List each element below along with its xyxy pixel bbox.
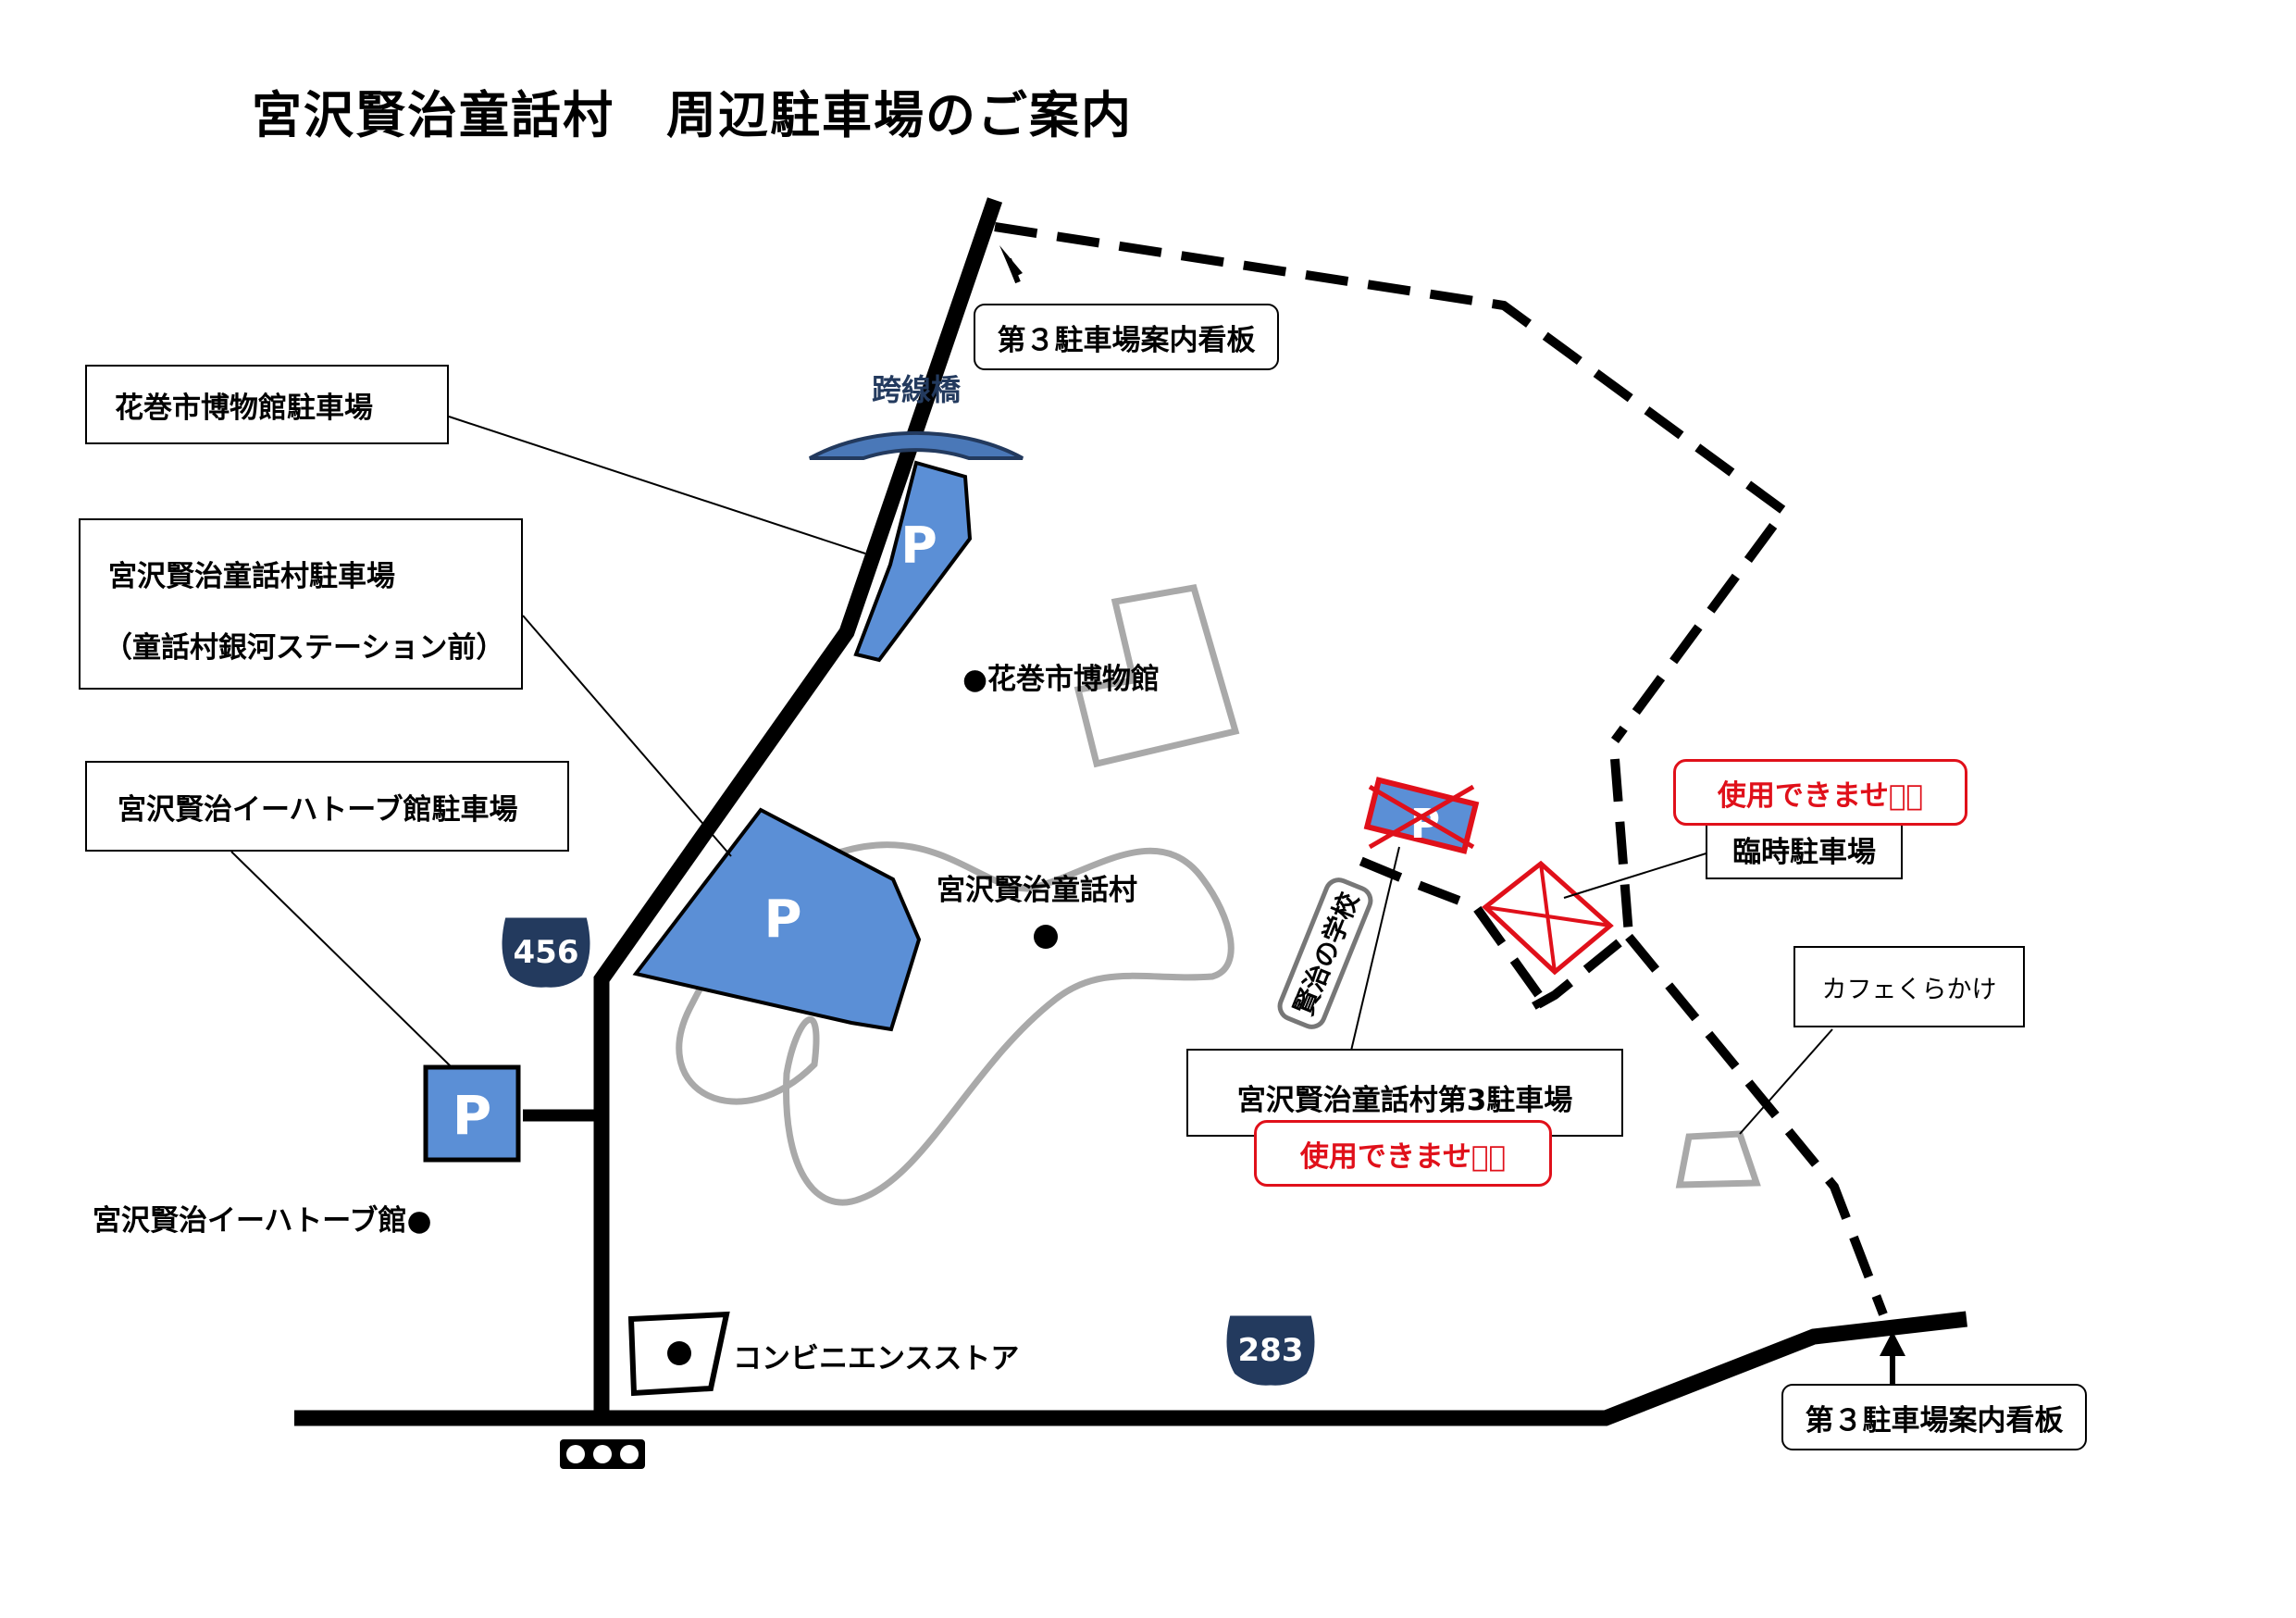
cross-line <box>1539 863 1557 973</box>
village-parking-label-line2: （童話村銀河ステーション前） <box>104 631 505 665</box>
village-area-outline <box>676 841 1235 1206</box>
route-283-number: 283 <box>1238 1332 1304 1369</box>
bridge-arc <box>809 430 1024 460</box>
museum-parking-label: 花巻市博物館駐車場 <box>115 391 373 425</box>
parking-symbol: P <box>900 517 937 575</box>
traffic-light-lamp <box>566 1445 585 1463</box>
temp-parking-box[interactable]: 臨時駐車場 <box>1706 819 1903 879</box>
unavailable-badge-third: 使用できません⃠ <box>1254 1120 1552 1187</box>
museum-label: ●花巻市博物館 <box>962 663 1160 696</box>
unavailable-label: 使用できません⃠ <box>1299 1139 1507 1174</box>
convenience-store-dot <box>667 1341 691 1365</box>
road-route-283 <box>294 1311 1967 1426</box>
unavailable-badge-temp: 使用できません⃠ <box>1673 759 1967 826</box>
traffic-light-lamp <box>620 1445 639 1463</box>
temp-parking-label: 臨時駐車場 <box>1732 836 1876 869</box>
unavailable-label: 使用できません⃠ <box>1717 778 1924 813</box>
page-title: 宮沢賢治童話村 周辺駐車場のご案内 <box>252 86 1133 144</box>
museum-building-outline <box>1074 584 1240 768</box>
ihatov-parking-label: 宮沢賢治イーハトーブ館駐車場 <box>118 792 518 827</box>
route-456-number: 456 <box>514 934 579 971</box>
cafe-building-outline <box>1675 1130 1761 1189</box>
cross-line <box>1368 784 1475 850</box>
cafe-label: カフェくらかけ <box>1821 975 1997 1004</box>
leader-line <box>522 615 732 857</box>
bridge-label: 跨線橋 <box>872 372 962 407</box>
cafe-box[interactable]: カフェくらかけ <box>1793 946 2025 1027</box>
dashed-route-lower <box>1354 758 1634 1017</box>
sign-bottom-label: 第３駐車場案内看板 <box>1805 1403 2064 1438</box>
convenience-store-label: コンビニエンスストア <box>733 1342 1020 1375</box>
traffic-light-lamp <box>593 1445 612 1463</box>
third-parking-label: 宮沢賢治童話村第3駐車場 <box>1236 1084 1573 1117</box>
ihatov-parking-box[interactable]: 宮沢賢治イーハトーブ館駐車場 <box>85 761 569 852</box>
museum-parking-box[interactable]: 花巻市博物館駐車場 <box>85 365 449 444</box>
leader-line <box>448 416 866 554</box>
route-456-shield <box>499 915 593 990</box>
parking-symbol: P <box>453 1084 492 1147</box>
ihatov-parking-lot[interactable] <box>423 1064 521 1163</box>
village-parking-box[interactable]: 宮沢賢治童話村駐車場 （童話村銀河ステーション前） <box>79 518 523 690</box>
school-tag <box>1277 877 1373 1029</box>
route-283-shield <box>1223 1313 1318 1388</box>
village-parking-label-line1: 宮沢賢治童話村駐車場 <box>108 560 395 593</box>
dashed-route-south <box>1625 933 1888 1316</box>
village-parking-lot[interactable] <box>632 807 922 1032</box>
leader-line <box>1563 851 1713 899</box>
sign-top-label: 第３駐車場案内看板 <box>997 323 1256 357</box>
road-route-456 <box>593 197 1003 1418</box>
sign-arrow-head <box>999 245 1023 278</box>
museum-parking-lot[interactable] <box>853 460 973 663</box>
ihatov-hall-label: 宮沢賢治イーハトーブ館● <box>93 1204 432 1238</box>
village-label: 宮沢賢治童話村 <box>937 874 1137 907</box>
sign-arrow-head <box>1880 1331 1905 1356</box>
dashed-route <box>994 222 1792 743</box>
village-marker-dot <box>1034 925 1058 949</box>
sign-top-box: 第３駐車場案内看板 <box>974 304 1279 370</box>
parking-symbol: P <box>763 890 801 950</box>
leader-line <box>1350 846 1400 1052</box>
sign-bottom-box: 第３駐車場案内看板 <box>1781 1384 2087 1450</box>
leader-line <box>1739 1028 1833 1135</box>
leader-line <box>230 851 453 1068</box>
